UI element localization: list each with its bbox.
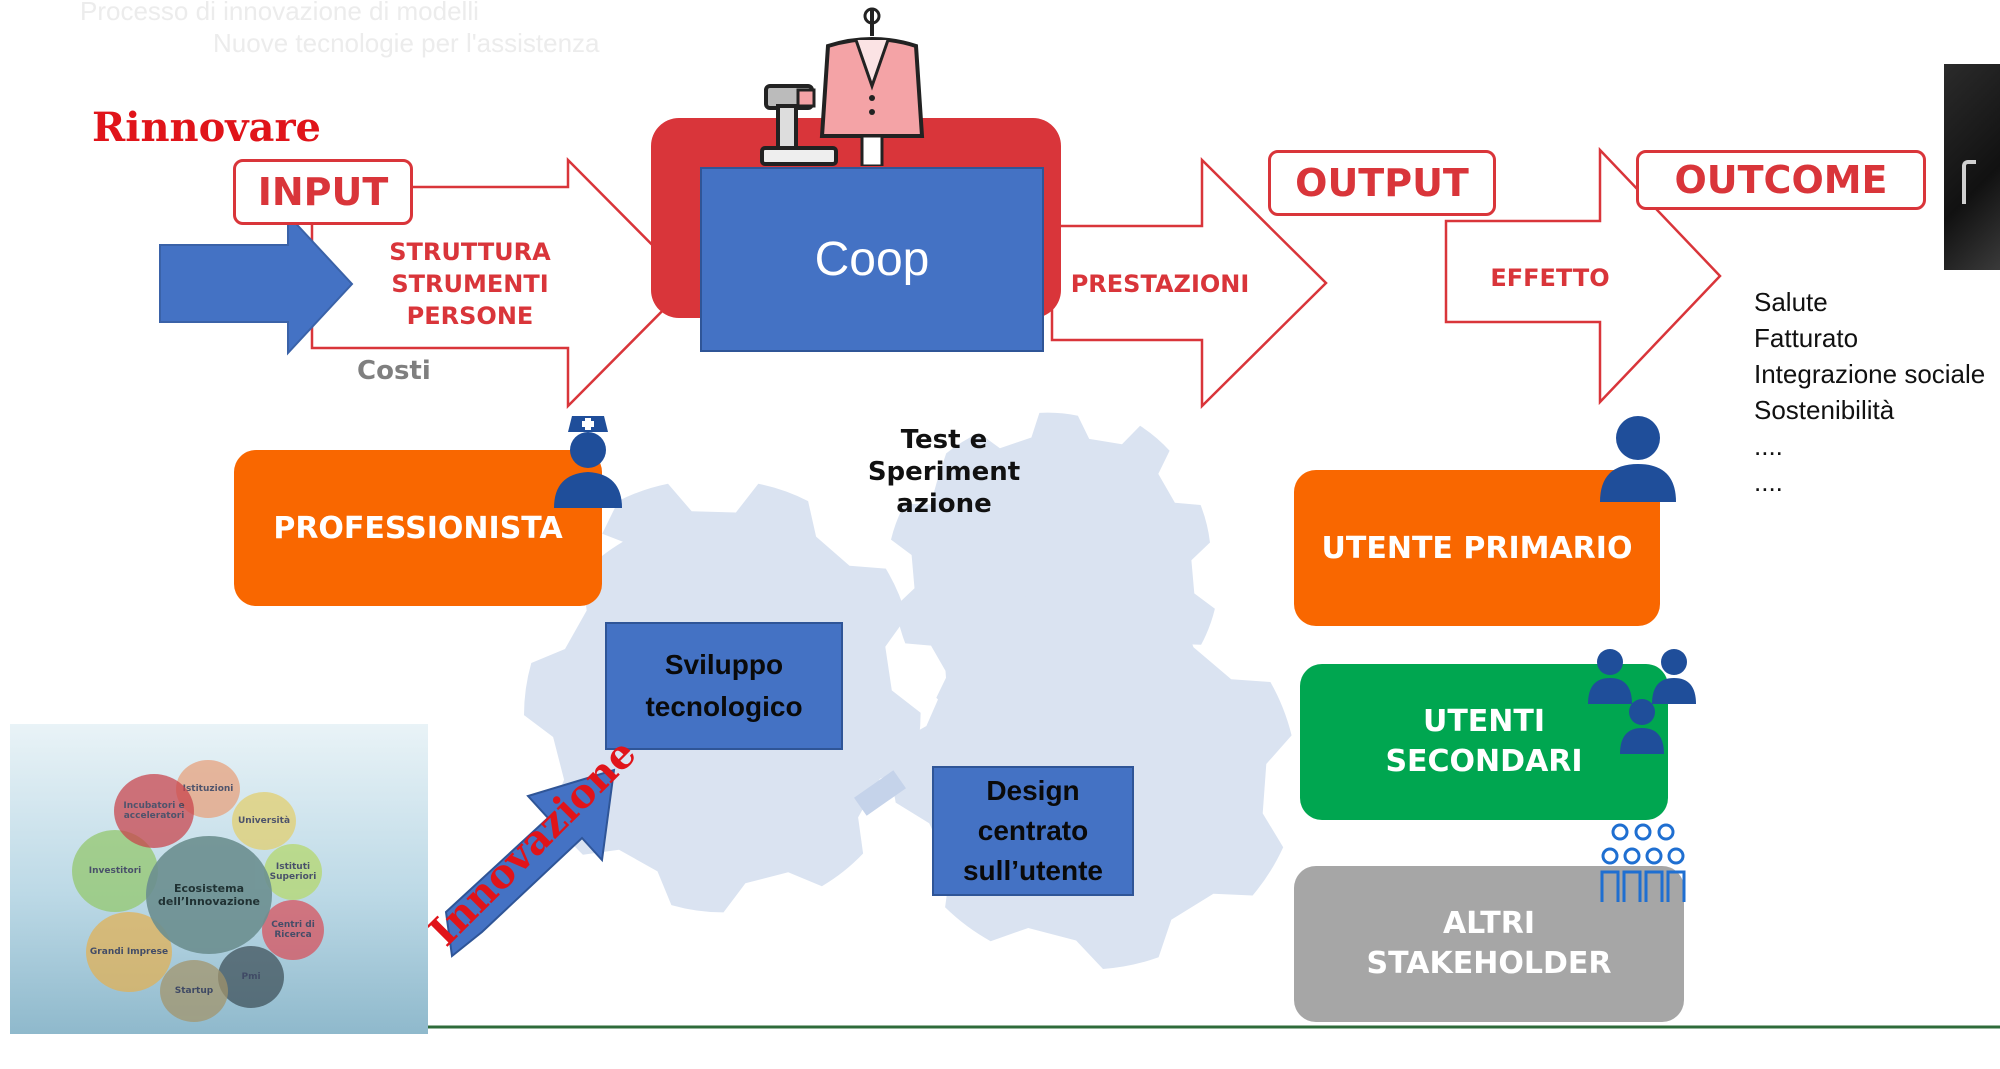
output-arrow	[1050, 156, 1328, 410]
input-arrow-line-2: STRUMENTI	[391, 270, 549, 298]
faded-header-line2: Nuove tecnologie per l'assistenza	[213, 28, 600, 58]
input-blue-arrow	[159, 212, 354, 356]
input-tag: INPUT	[233, 159, 413, 225]
rinnovare-label: Rinnovare	[92, 104, 321, 151]
professionista-box: PROFESSIONISTA	[234, 450, 602, 606]
input-arrow-label: STRUTTURA STRUMENTI PERSONE	[360, 236, 580, 332]
eco-node-istituti: Istituti Superiori	[264, 844, 322, 900]
output-arrow-label: PRESTAZIONI	[1070, 270, 1250, 298]
eco-center-line-2: dell’Innovazione	[158, 895, 260, 908]
outcome-item-ellipsis-1: ....	[1754, 431, 1783, 461]
chalkboard-photo	[1944, 64, 2000, 270]
ecosystem-picture: Istituzioni Università Istituti Superior…	[10, 724, 428, 1034]
faded-header-line1: Processo di innovazione di modelli	[80, 0, 479, 26]
design-line-3: sull’utente	[962, 855, 1103, 886]
utenti-secondari-line-2: SECONDARI	[1385, 744, 1583, 779]
design-box: Design centrato sull’utente	[932, 766, 1134, 896]
design-line-2: centrato	[977, 815, 1089, 846]
sviluppo-line-1: Sviluppo	[664, 649, 784, 680]
outcome-item-integrazione: Integrazione sociale	[1754, 359, 1986, 389]
outcome-tag: OUTCOME	[1636, 150, 1926, 210]
innovazione-blue-arrow	[444, 768, 616, 958]
utente-primario-box: UTENTE PRIMARIO	[1294, 470, 1660, 626]
eco-node-startup: Startup	[160, 960, 228, 1022]
output-tag: OUTPUT	[1268, 150, 1496, 216]
input-arrow-line-1: STRUTTURA	[389, 238, 551, 266]
stakeholder-line-1: ALTRI	[1442, 906, 1536, 941]
coop-box: Coop	[700, 167, 1044, 352]
stakeholder-line-2: STAKEHOLDER	[1366, 946, 1612, 981]
outcome-list: Salute Fatturato Integrazione sociale So…	[1754, 284, 1985, 500]
nurse-icon	[554, 416, 622, 508]
gear-test-line-1: Test e	[900, 425, 988, 455]
utenti-secondari-line-1: UTENTI	[1422, 704, 1546, 739]
outcome-item-sostenibilita: Sostenibilità	[1754, 395, 1895, 425]
sviluppo-box: Sviluppo tecnologico	[605, 622, 843, 750]
input-arrow-line-3: PERSONE	[406, 302, 534, 330]
gear-test-line-2: Speriment	[867, 457, 1021, 487]
costi-label: Costi	[357, 356, 431, 386]
utente-primario-label: UTENTE PRIMARIO	[1321, 530, 1633, 566]
user-icon	[1600, 416, 1676, 502]
outcome-item-ellipsis-2: ....	[1754, 467, 1783, 497]
design-line-1: Design	[986, 775, 1080, 806]
stakeholders-icon	[1600, 823, 1686, 902]
professionista-label: PROFESSIONISTA	[273, 510, 563, 546]
eco-center-line-1: Ecosistema	[173, 882, 245, 895]
gear-test-label: Test e Speriment azione	[852, 424, 1036, 520]
eco-center: Ecosistema dell’Innovazione	[146, 836, 272, 954]
eco-node-pmi: Pmi	[218, 946, 284, 1008]
users-group-icon	[1588, 649, 1696, 754]
sviluppo-line-2: tecnologico	[645, 691, 803, 722]
outcome-arrow-label: EFFETTO	[1490, 264, 1610, 292]
eco-node-universita: Università	[232, 792, 296, 850]
tailor-mannequin-icon	[760, 7, 925, 166]
eco-node-centri: Centri di Ricerca	[262, 900, 324, 960]
utenti-secondari-box: UTENTI SECONDARI	[1300, 664, 1668, 820]
outcome-item-salute: Salute	[1754, 287, 1828, 317]
coop-label: Coop	[814, 233, 930, 286]
gear-test-line-3: azione	[896, 489, 992, 519]
eco-node-incubatori: Incubatori e acceleratori	[114, 774, 194, 848]
outcome-item-fatturato: Fatturato	[1754, 323, 1859, 353]
outcome-arrow	[1444, 146, 1722, 406]
